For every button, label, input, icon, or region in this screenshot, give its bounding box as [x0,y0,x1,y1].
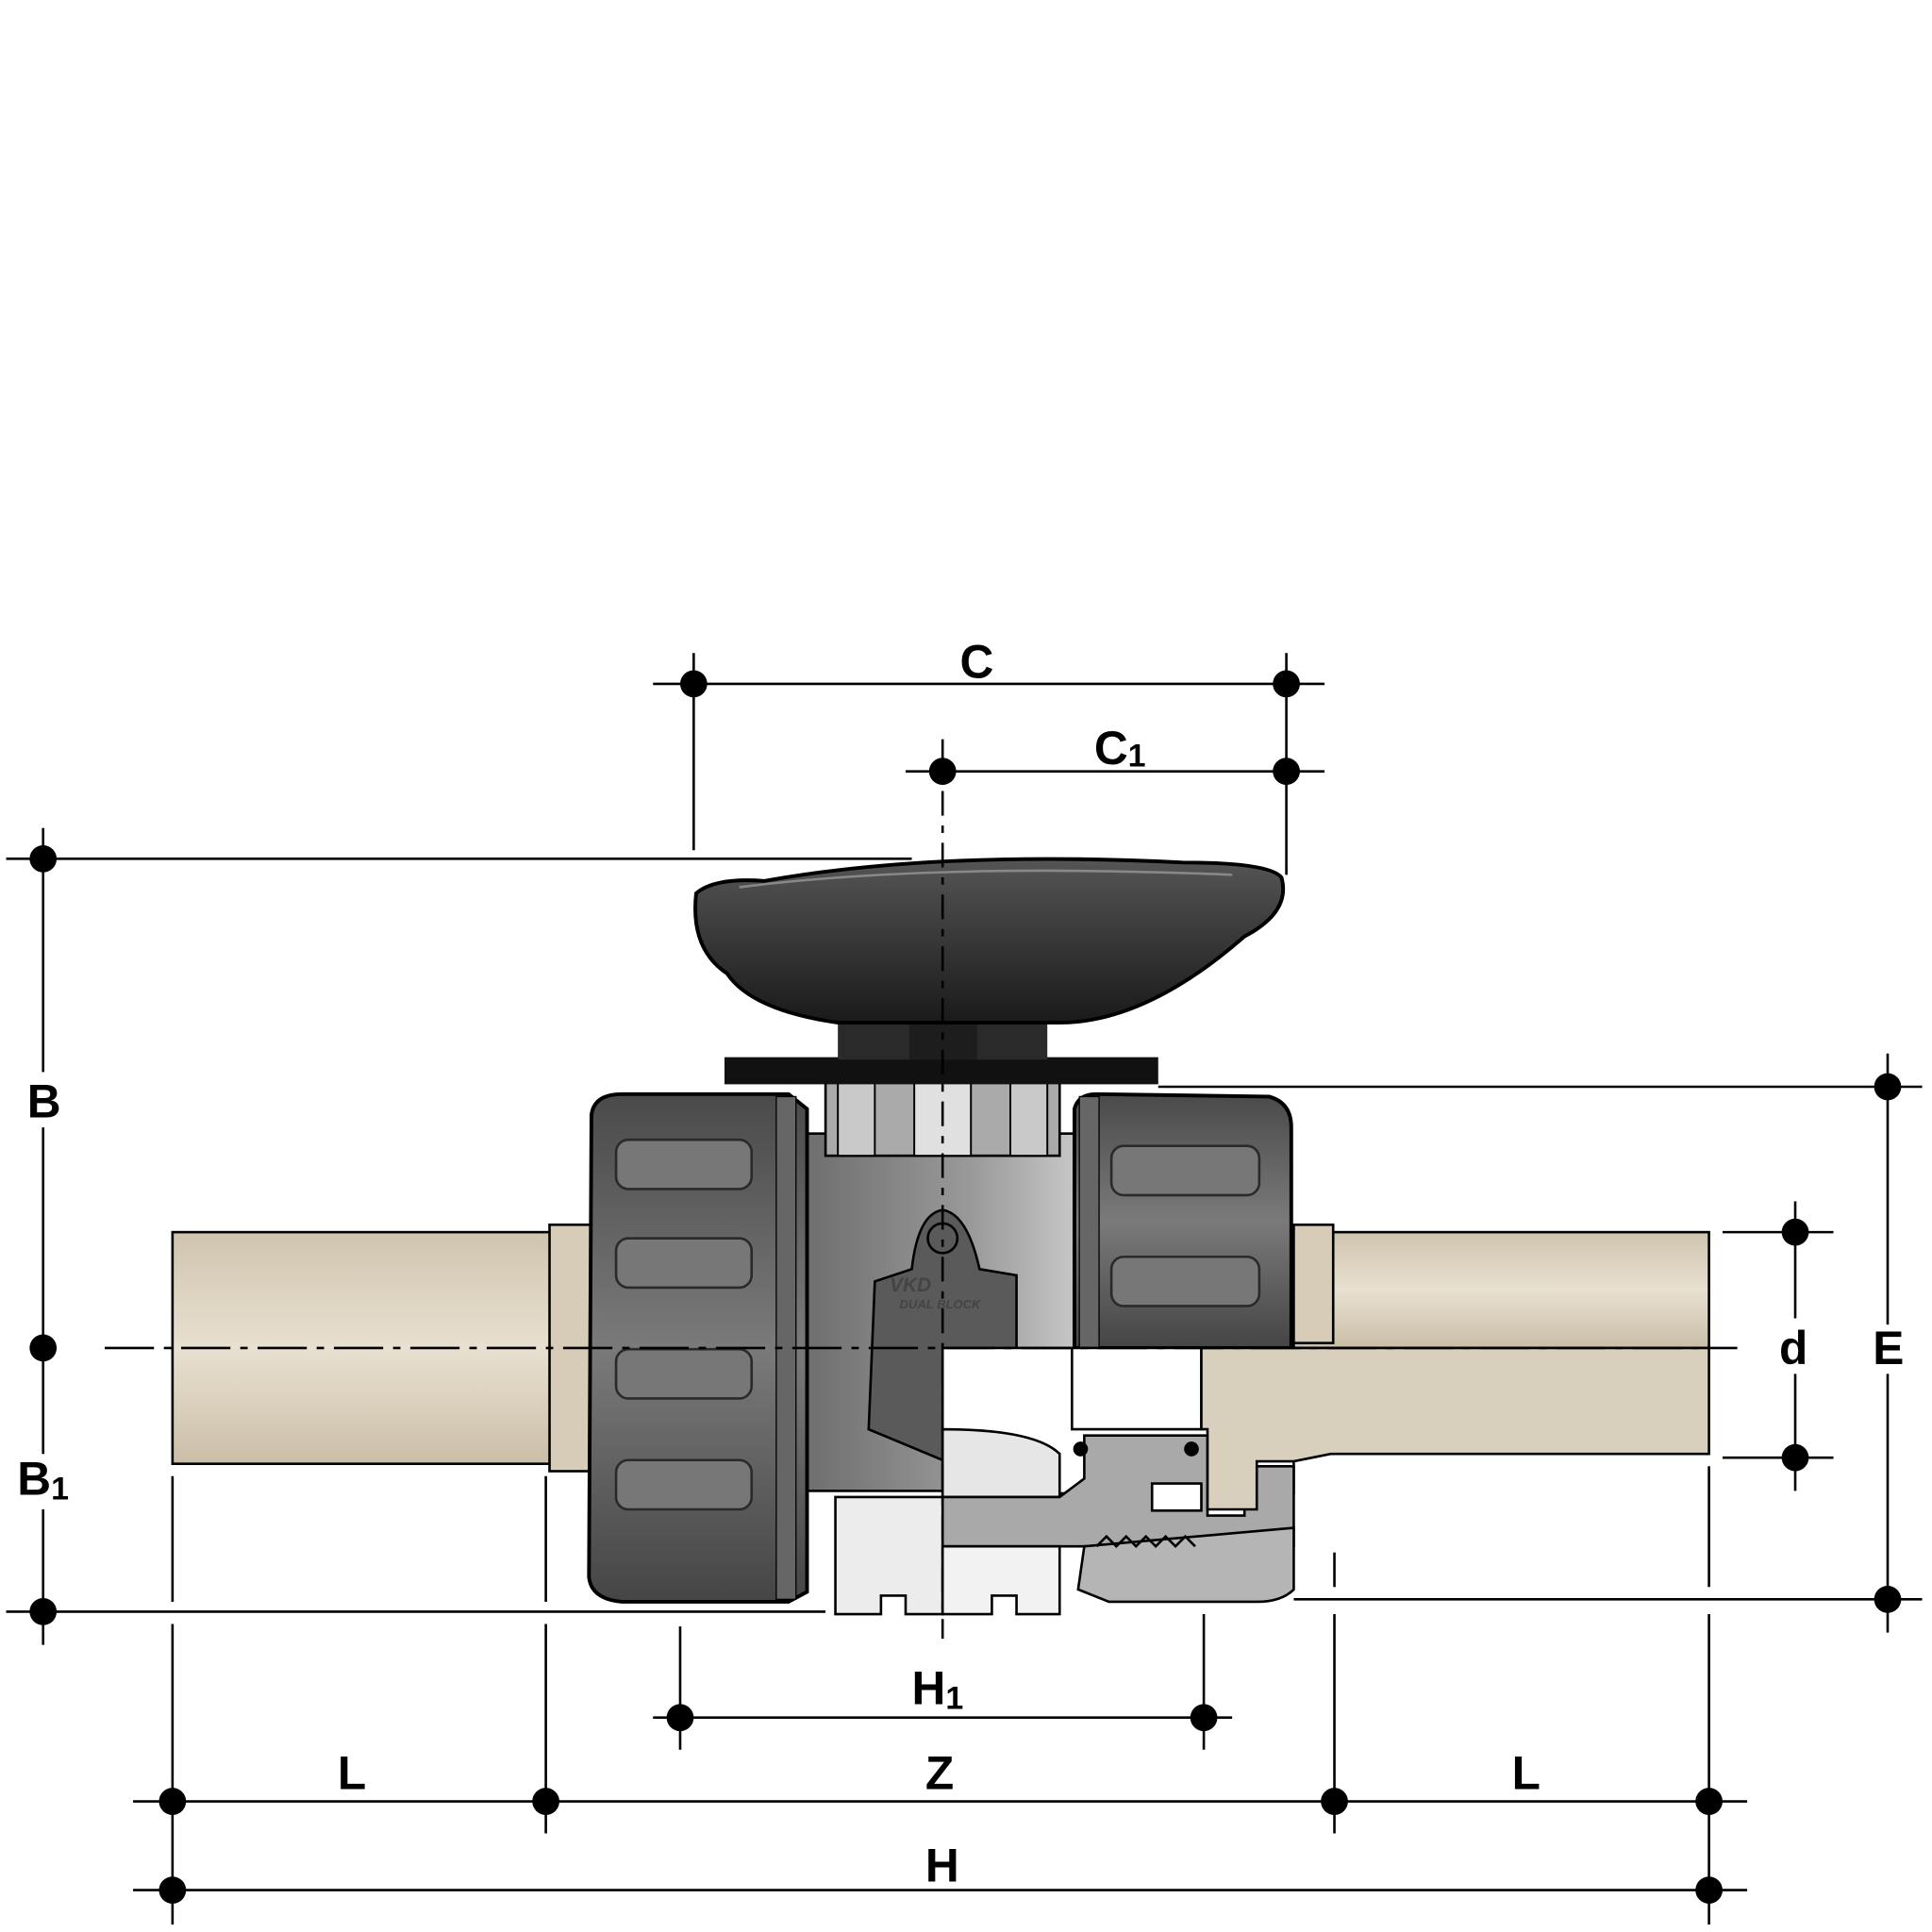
dimension-dots [29,670,1902,1904]
dim-label-c: C [959,635,993,688]
dim-label-b: B [27,1075,61,1128]
right-pipe [1292,1223,1710,1350]
dim-label-e: E [1873,1322,1904,1374]
dim-label-b1: B1 [17,1452,69,1507]
dim-label-l-right: L [1512,1746,1541,1799]
dim-label-h: H [925,1839,959,1891]
section-cutaway [834,1346,1710,1616]
right-union-nut [1072,1091,1293,1350]
logo-brand: VKD [890,1274,931,1296]
dim-label-z: Z [925,1746,954,1799]
dim-label-l-left: L [338,1746,366,1799]
logo-model: DUAL BLOCK [899,1297,982,1311]
dim-label-d: d [1779,1322,1807,1374]
dim-label-h1: H1 [912,1661,964,1716]
handle [693,857,1286,1060]
dim-label-c1: C1 [1094,722,1146,774]
left-union-nut [587,1091,809,1604]
